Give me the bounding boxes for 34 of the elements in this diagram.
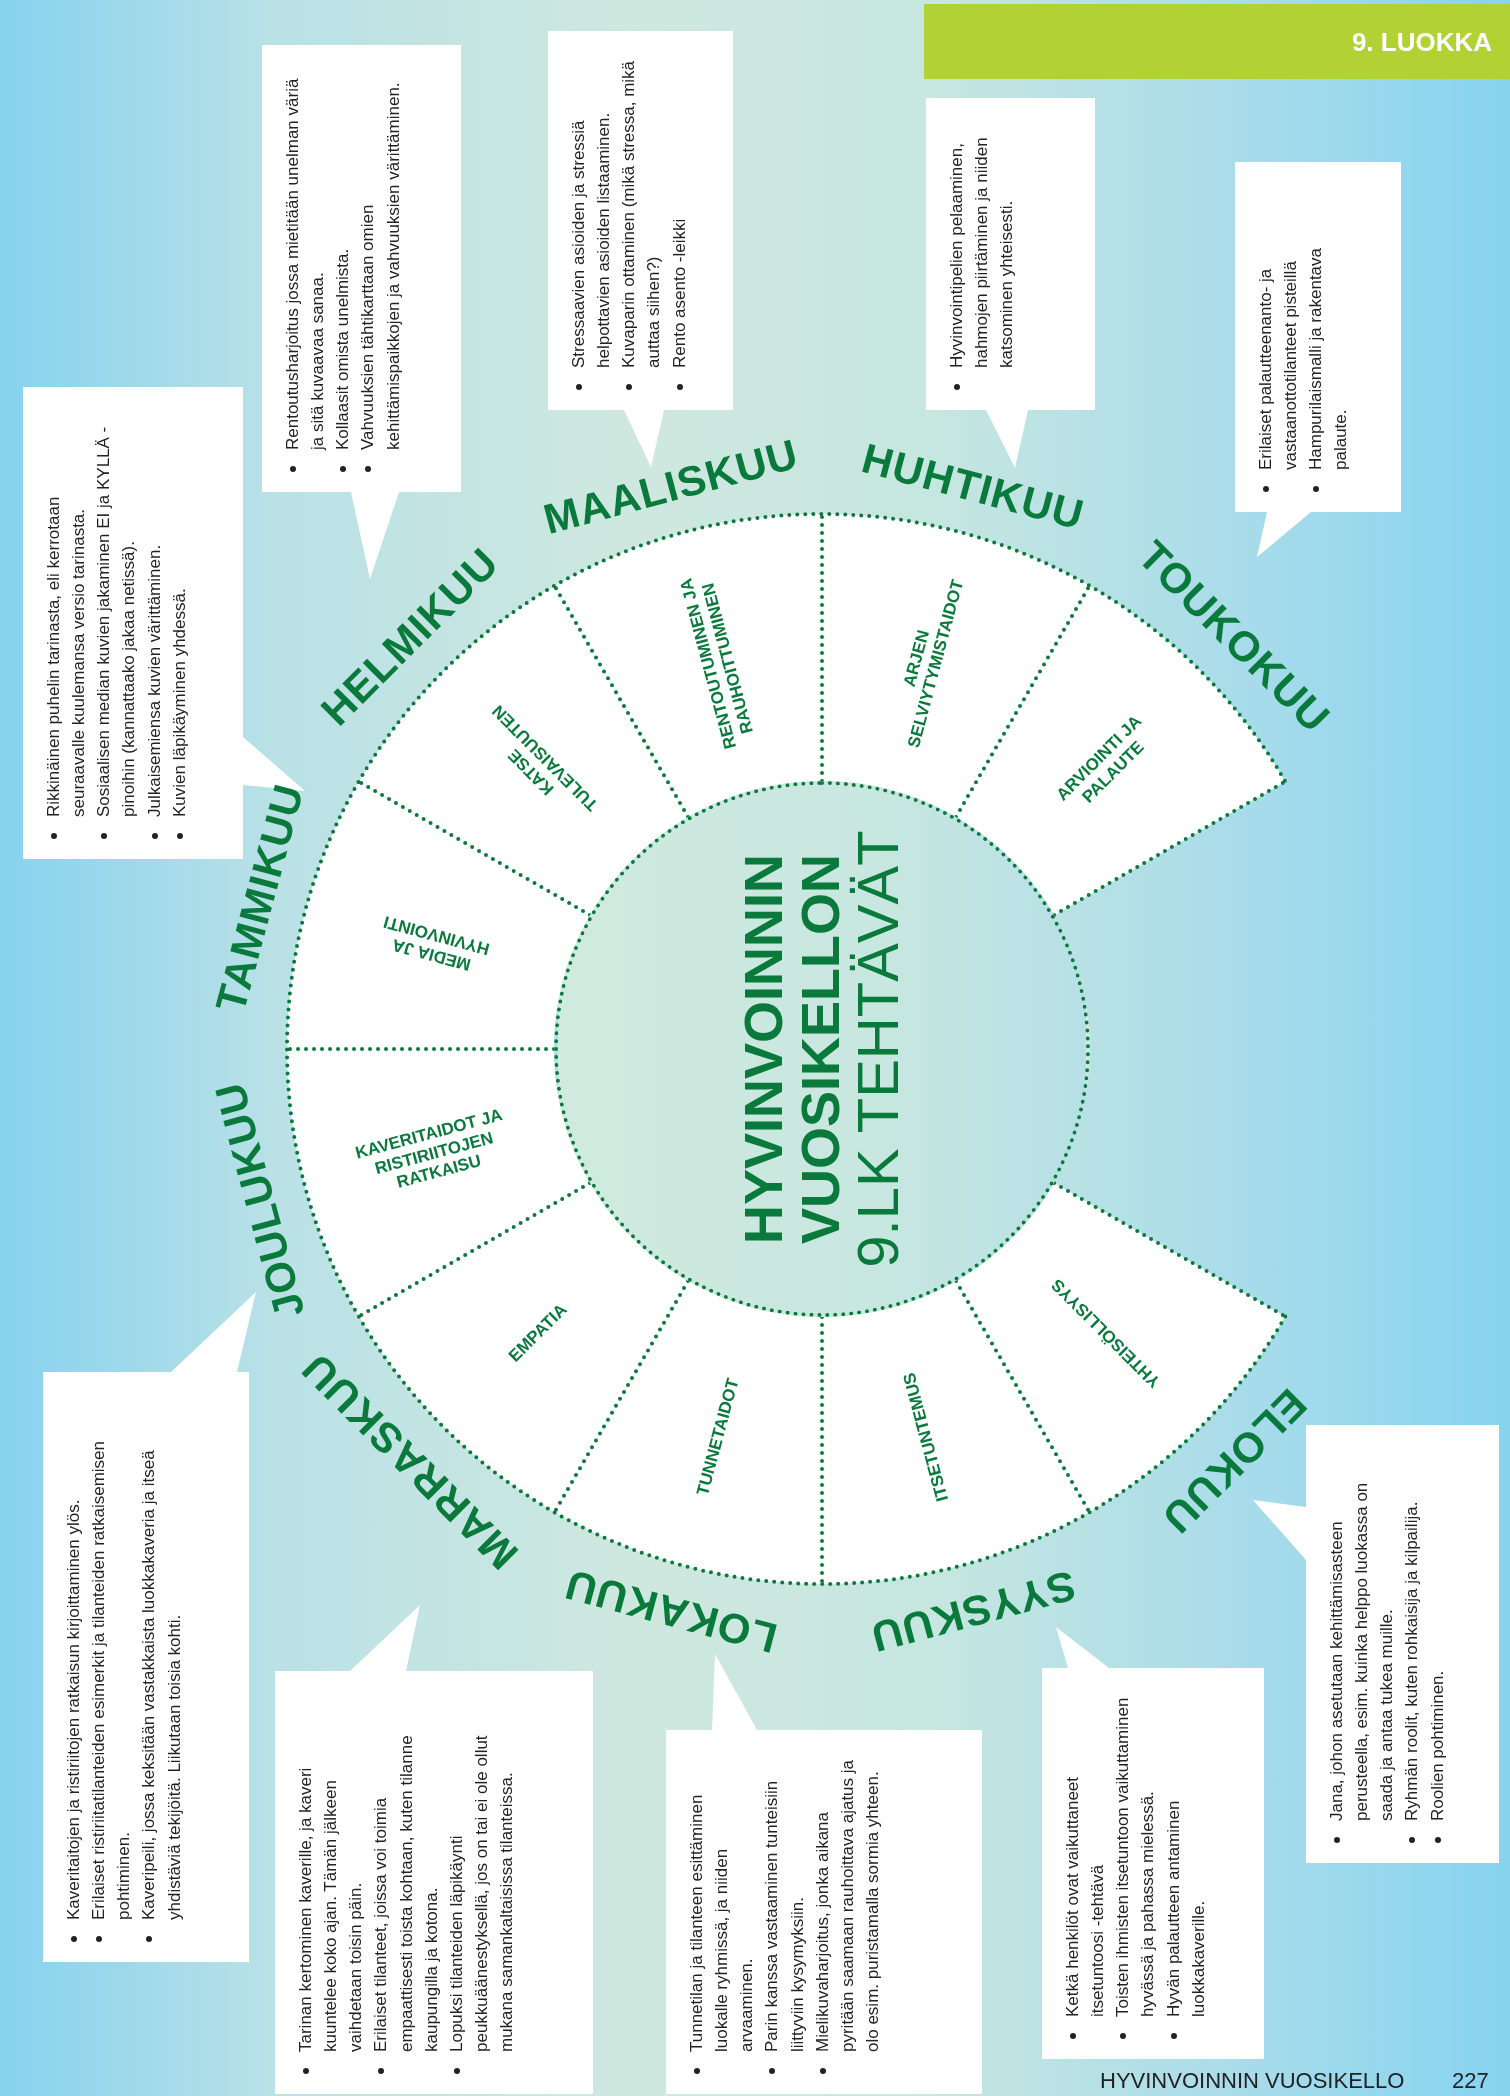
bullet-text: Julkaisemiensa kuvien värittäminen.	[144, 544, 164, 817]
bullet-text: Kollaasit omista unelmista.	[333, 248, 353, 450]
bullet-text: Kuvaparin ottaminen (mikä stressa, mikä auttaa siihen?)	[619, 60, 664, 368]
bullet-text: Roolien pohtiminen.	[1427, 1670, 1447, 1821]
bullet-text: Jana, johon asetutaan kehittämisasteen perusteella, esim. kuinka helppo luokassa on saada ja antaa tukea muille.	[1327, 1482, 1397, 1821]
bullet-text: Erilaiset tilanteet, joissa voi toimia empaattisesti toista kohtaan, kuten tilanne kaupungilla ja kotona.	[371, 1735, 441, 2052]
grade-label: 9. LUOKKA	[1351, 27, 1492, 58]
bullet-text: Vahvuuksien tähtikarttaan omien kehittämispaikkojen ja vahvuuksien värittäminen.	[358, 82, 403, 450]
bullet-text: Kuvien läpikäyminen yhdessä.	[169, 588, 189, 817]
bullet-text: Kaveripeili, jossa keksitään vastakkaista luokkakaveria ja itseä yhdistäviä tekijöitä. Liikutaan toisia kohti.	[139, 1450, 184, 1920]
bullet-text: Mielikuvaharjoitus, jonka aikana pyritään saamaan rauhoittava ajatus ja olo esim. puristamalla sormia yhteen.	[812, 1760, 883, 2052]
bullet-text: Hyvinvointipelien pelaaminen, hahmojen piirtäminen ja niiden katsominen yhteisesti.	[947, 137, 1017, 368]
page-number: 227	[1452, 2068, 1489, 2094]
bullet-text: Rikkinäinen puhelin tarinasta, eli kerrotaan seuraavalle kuulemansa versio tarinasta.	[44, 496, 89, 817]
bullet-text: Hyvän palautteen antaminen luokkakaverille.	[1163, 1800, 1208, 2017]
bullet-text: Erilaiset palautteenanto- ja vastaanottotilanteet pisteillä	[1256, 261, 1301, 470]
bullet-text: Stressaavien asioiden ja stressiä helpottavien asioiden listaaminen.	[569, 112, 614, 368]
bullet-text: Rento asento -leikki	[669, 218, 689, 368]
wheel-title: HYVINVOINNIN VUOSIKELLON	[734, 853, 849, 1247]
wheel-subtitle: 9.LK TEHTÄVÄT	[848, 829, 910, 1269]
footer-title: HYVINVOINNIN VUOSIKELLO	[1100, 2068, 1405, 2094]
bullet-text: Toisten ihmisten itsetuntoon vaikuttaminen hyvässä ja pahassa mielessä.	[1113, 1697, 1158, 2017]
bullet-text: Parin kanssa vastaaminen tunteisiin liittyviin kysymyksiin.	[762, 1780, 807, 2052]
bullet-text: Kaveritaitojen ja ristiriitojen ratkaisun kirjoittaminen ylös.	[64, 1499, 83, 1920]
bullet-text: Erilaiset ristiriitatilanteiden esimerkit ja tilanteiden ratkaisemisen pohtiminen.	[89, 1440, 134, 1920]
speech-bubble	[666, 1654, 982, 2094]
bullet-text: Rentoutusharjoitus jossa mietitään unelman väriä ja sitä kuvaavaa sanaa.	[283, 78, 328, 450]
bullet-text: Tunnetilan ja tilanteen esittäminen luokalle ryhmissä, ja niiden arvaaminen.	[687, 1794, 757, 2052]
bullet-text: Hampurilaismalli ja rakentava palaute.	[1306, 247, 1351, 470]
bullet-text: Tarinan kertominen kaverille, ja kaveri kuuntelee koko ajan. Tämän jälkeen vaihdetaan toisin päin.	[296, 1767, 366, 2052]
bullet-text: Sosiaalisen median kuvien jakaminen EI ja KYLLÄ -pinoihin (kannattaako jakaa netissä).	[94, 426, 139, 817]
bullet-text: Lopuksi tilanteiden läpikäynti peukkuäänestyksellä, jos on tai ei ole ollut mukana samankaltaisissa tilanteissa.	[446, 1735, 517, 2052]
bullet-text: Ketkä henkilöt ovat vaikuttaneet itsetuntoosi -tehtävä	[1063, 1776, 1108, 2017]
bullet-text: Ryhmän roolit, kuten rohkaisija ja kilpailija.	[1402, 1501, 1422, 1821]
